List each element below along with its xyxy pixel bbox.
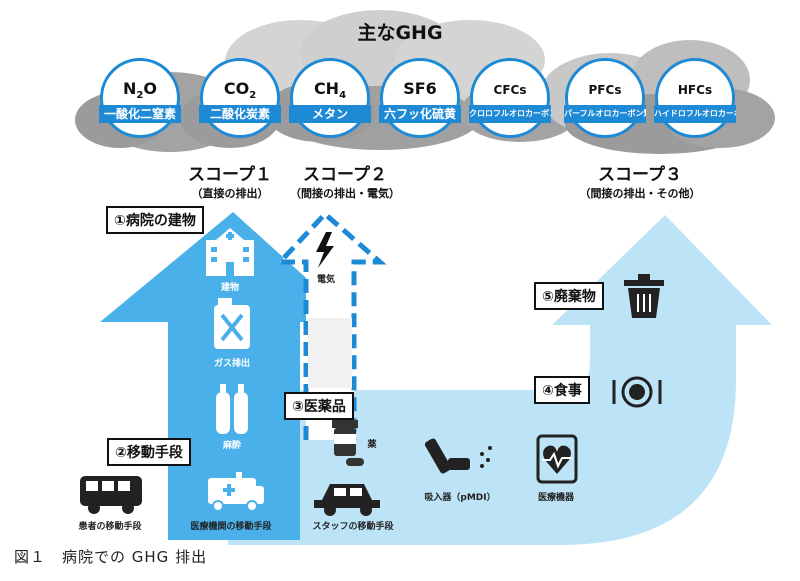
main-ghg-title: 主なGHG: [357, 22, 443, 44]
pill-bottle-icon: [332, 420, 364, 466]
gas-circle-n2o: N2O 一酸化二窒素: [99, 58, 181, 138]
staff-car-icon: [314, 484, 380, 516]
gas-formula: CH4: [313, 79, 347, 102]
gas-formula: HFCs: [677, 83, 713, 97]
category-hospital-building: ①病院の建物: [106, 206, 204, 234]
scope1-arrow: [100, 212, 355, 540]
gas-circle-cfcs: CFCs クロロフルオロカーボン類: [469, 58, 551, 138]
gas-circle-pfcs: PFCs パーフルオロカーボン類: [564, 58, 646, 138]
scope1-subtitle: （直接の排出）: [191, 187, 269, 200]
gas-can-icon: [214, 298, 250, 349]
label-medical-device: 医療機器: [537, 493, 574, 503]
label-inhaler: 吸入器（pMDI）: [424, 493, 496, 503]
gas-name: パーフルオロカーボン類: [564, 105, 646, 123]
category-medicine: ③医薬品: [284, 392, 354, 420]
inhaler-icon: [424, 438, 492, 474]
gas-name: クロロフルオロカーボン類: [469, 105, 551, 123]
gas-circle-ch4: CH4 メタン: [289, 58, 371, 138]
label-building: 建物: [220, 283, 239, 293]
ambulance-icon: [208, 472, 264, 512]
gas-name: ハイドロフルオロカーボン類: [654, 105, 736, 123]
label-facility-transport: 医療機関の移動手段: [190, 522, 272, 532]
anesthesia-cylinders-icon: [216, 384, 248, 434]
gas-name: メタン: [289, 105, 371, 123]
gas-name: 六フッ化硫黄: [379, 105, 461, 123]
scope3-title: スコープ３: [598, 165, 682, 185]
scope1-title: スコープ１: [188, 165, 272, 185]
gas-formula: N2O: [123, 79, 157, 102]
gas-formula: CFCs: [493, 83, 527, 97]
label-staff-transport: スタッフの移動手段: [312, 522, 394, 532]
scope3-header: スコープ３ （間接の排出・その他）: [570, 160, 710, 201]
label-anesthesia: 麻酔: [222, 441, 241, 451]
category-food: ④食事: [534, 376, 590, 404]
gas-formula: CO2: [223, 79, 257, 102]
scope3-subtitle: （間接の排出・その他）: [579, 187, 701, 200]
gas-formula: PFCs: [588, 83, 622, 97]
category-waste: ⑤廃棄物: [534, 282, 604, 310]
bus-icon: [80, 476, 142, 514]
meal-plate-icon: [612, 376, 662, 408]
lightning-icon: [316, 232, 334, 268]
figure-caption: 図１ 病院での GHG 排出: [14, 548, 208, 566]
gas-name: 二酸化炭素: [199, 105, 281, 123]
label-electricity: 電気: [316, 275, 335, 285]
gas-circle-sf6: SF6 六フッ化硫黄: [379, 58, 461, 138]
gas-formula: SF6: [403, 79, 437, 98]
label-gas-emission: ガス排出: [213, 359, 250, 369]
scope1-header: スコープ１ （直接の排出）: [180, 160, 280, 201]
medical-device-icon: [536, 434, 578, 484]
label-patient-transport: 患者の移動手段: [78, 522, 142, 532]
scope2-header: スコープ２ （間接の排出・電気）: [280, 160, 410, 201]
gas-name: 一酸化二窒素: [99, 105, 181, 123]
label-drug: 薬: [367, 440, 377, 450]
scope2-title: スコープ２: [303, 165, 387, 185]
gas-circle-hfcs: HFCs ハイドロフルオロカーボン類: [654, 58, 736, 138]
scope2-subtitle: （間接の排出・電気）: [290, 187, 400, 200]
gas-circle-co2: CO2 二酸化炭素: [199, 58, 281, 138]
hospital-building-icon: [206, 228, 254, 276]
category-transport: ②移動手段: [107, 438, 191, 466]
trash-can-icon: [624, 274, 664, 318]
